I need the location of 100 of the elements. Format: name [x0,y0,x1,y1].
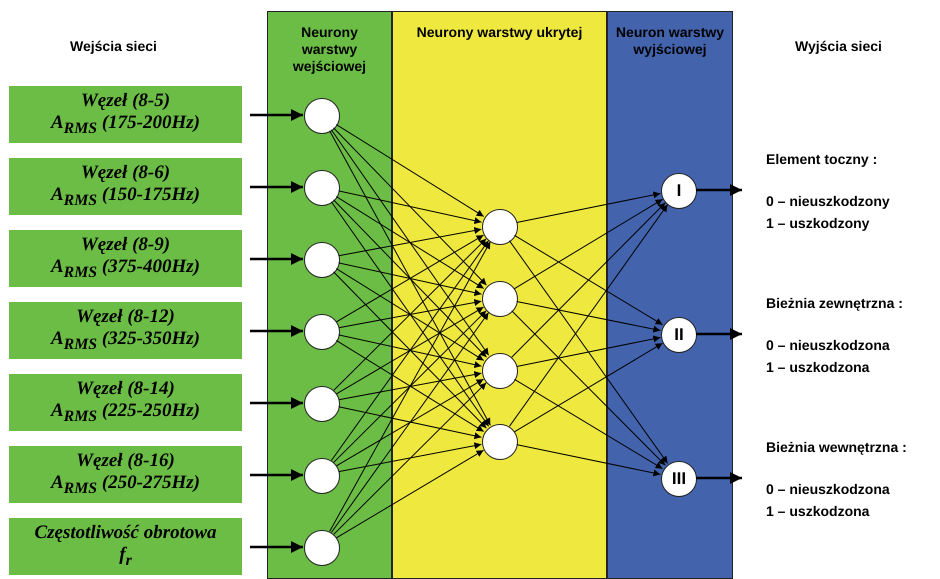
arrow [508,204,668,427]
column-heading: Wejścia sieci [70,38,157,54]
neuron-circle [304,170,340,206]
arrow [330,312,490,533]
arrow [250,109,303,121]
input-box [9,518,242,575]
arrow [514,234,664,326]
arrow [250,469,303,481]
input-box [9,230,242,287]
arrow [250,325,303,337]
input-label: A$_{RMS}$ (250-275Hz) [50,472,200,498]
output-heading: Element toczny : [766,150,878,169]
input-box [9,86,242,143]
arrow [338,442,482,472]
layer-band [392,11,607,579]
input-label: f$_{r}$ [119,544,132,570]
column-heading: Wyjścia sieci [795,38,882,54]
arrow [696,472,742,484]
arrow [336,378,484,466]
arrow [329,130,491,426]
arrow [250,541,303,553]
arrow [516,444,661,476]
arrow [338,190,482,224]
input-label: A$_{RMS}$ (375-400Hz) [50,256,200,282]
arrow [330,129,490,356]
output-state: 0 – nieuszkodzona [766,480,890,499]
input-label: A$_{RMS}$ (150-175Hz) [50,184,200,210]
arrow [338,371,482,400]
arrow [330,240,490,461]
arrow [336,124,484,217]
arrow [336,234,484,322]
arrow [330,201,490,427]
arrow [336,196,484,289]
neuron-circle [304,242,340,278]
input-box [9,374,242,431]
layer-heading: Neuron warstwy wyjściowej [614,24,726,58]
input-label: Węzeł (8-9) [80,234,170,256]
input-label: Węzeł (8-5) [80,90,170,112]
input-box [9,302,242,359]
output-heading: Bieżnia zewnętrzna : [766,294,903,313]
arrow [511,310,666,466]
arrow [508,240,668,464]
arrow [336,306,484,394]
neuron-circle [482,424,518,460]
input-label: A$_{RMS}$ (225-250Hz) [50,400,200,426]
arrow [514,342,664,432]
neuron-label: III [672,469,686,489]
neuron-circle [482,209,518,245]
arrow [338,334,482,368]
output-state: 0 – nieuszkodzona [766,336,890,355]
arrow [511,202,666,358]
arrow [516,336,661,367]
output-state: 1 – uszkodzony [766,214,870,233]
arrow [336,340,484,432]
arrow [338,299,482,328]
neuron-circle [482,353,518,389]
layer-band [607,11,733,579]
arrow [333,382,487,535]
arrow [514,378,664,470]
arrow [338,406,482,440]
neuron-circle [304,458,340,494]
arrow [516,301,661,332]
input-label: A$_{RMS}$ (175-200Hz) [50,112,200,138]
arrow [696,184,742,196]
arrow [338,227,482,256]
input-label: Węzeł (8-16) [76,450,175,472]
input-label: Węzeł (8-6) [80,162,170,184]
layer-band [267,11,392,579]
input-box [9,158,242,215]
arrow [250,181,303,193]
output-state: 0 – nieuszkodzony [766,192,890,211]
neuron-label: II [674,325,684,345]
neuron-circle [661,461,697,497]
neuron-label: I [676,181,682,201]
arrow [336,268,484,361]
layer-heading: Neurony warstwy ukrytej [416,24,584,41]
layer-heading: Neurony warstwy wejściowej [292,24,368,75]
input-label: A$_{RMS}$ (325-350Hz) [50,328,200,354]
arrow [329,241,491,532]
neuron-circle [304,530,340,566]
neuron-circle [661,317,697,353]
input-box [9,446,242,503]
arrow [333,127,487,286]
input-label: Węzeł (8-14) [76,378,175,400]
arrow [250,397,303,409]
arrow [250,253,303,265]
arrow [514,198,664,290]
arrow [333,271,487,429]
input-label: Częstotliwość obrotowa [34,522,217,544]
arrow [333,199,487,358]
arrow [696,328,742,340]
arrow [336,450,484,538]
arrow [338,262,482,296]
neuron-circle [304,98,340,134]
arrow [333,238,487,391]
arrow [516,192,661,223]
neuron-circle [661,173,697,209]
arrow [333,310,487,463]
neuron-circle [482,281,518,317]
output-state: 1 – uszkodzona [766,502,870,521]
